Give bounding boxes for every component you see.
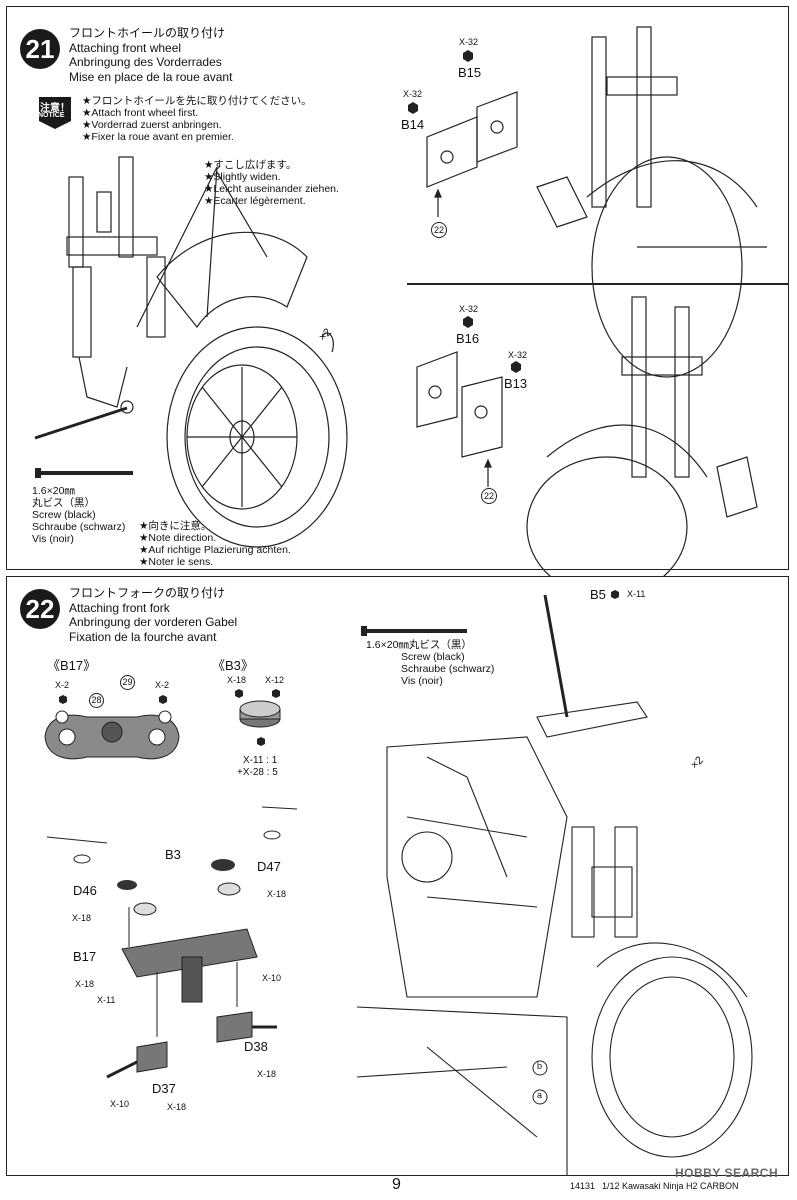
x18-label: X-18 [75, 979, 95, 989]
screw-note: 1.6×20㎜ 丸ビス（黒） Screw (black) Schraube (s… [32, 485, 126, 545]
part-b3: B3 [165, 847, 181, 862]
b17-detail-drawing [44, 695, 180, 760]
notice-ja: 注意！ [40, 103, 70, 114]
page-number: 9 [392, 1176, 401, 1193]
ratio-1: X-11 : 1 [243, 755, 278, 766]
part-b5: B5 [590, 587, 606, 602]
widen-note: ★すこし広げます。 ★Slightly widen. ★Leicht ausei… [204, 159, 339, 207]
x10-label: X-10 [110, 1099, 130, 1109]
step-22-panel: 22 フロントフォークの取り付け Attaching front fork An… [6, 576, 789, 1176]
title-en: Attaching front fork [69, 600, 170, 615]
part-d47: D47 [257, 859, 281, 874]
top-bridge-assembly-drawing [46, 806, 298, 1079]
watermark: HOBBY SEARCH [675, 1166, 779, 1180]
part-b14: B14 [401, 117, 425, 132]
circle-22: 22 [481, 488, 497, 504]
notice-text: ★フロントホイールを先に取り付けてください。 ★Attach front whe… [82, 95, 312, 143]
step-number-badge: 21 [20, 29, 60, 69]
title-fr: Mise en place de la roue avant [69, 69, 233, 84]
b3-detail-drawing [235, 689, 281, 746]
part-d37: D37 [152, 1081, 176, 1096]
label-a: a [537, 1090, 543, 1100]
x18-label: X-18 [257, 1069, 277, 1079]
x11-label: X-11 [97, 995, 116, 1005]
product-code: 14131 [570, 1181, 596, 1191]
part-b13: B13 [504, 376, 528, 391]
product-scale-name: 1/12 Kawasaki Ninja H2 CARBON [602, 1181, 739, 1191]
part-d38: D38 [244, 1039, 268, 1054]
x11-label: X-11 [627, 589, 646, 599]
part-b16: B16 [456, 331, 480, 346]
circle-28: 28 [89, 693, 104, 708]
motorcycle-front-drawing [356, 590, 753, 1175]
title-fr: Fixation de la fourche avant [69, 629, 217, 644]
step-title: フロントホイールの取り付け Attaching front wheel Anbr… [69, 26, 232, 84]
step-title: フロントフォークの取り付け Attaching front fork Anbri… [69, 586, 237, 644]
label-b: b [537, 1061, 543, 1071]
title-de: Anbringung der vorderen Gabel [69, 615, 238, 629]
x18-label: X-18 [227, 675, 247, 685]
caliper-drawing-top [408, 26, 767, 378]
front-wheel-assembly-drawing [34, 156, 348, 548]
circle-29: 29 [120, 675, 135, 690]
notice-en: NOTICE [38, 112, 65, 119]
x2-label: X-2 [55, 680, 70, 690]
x32-label: X-32 [508, 350, 528, 360]
x18-label: X-18 [167, 1102, 187, 1112]
circle-22: 22 [431, 222, 447, 238]
step-number-badge: 22 [20, 589, 60, 629]
title-ja: フロントホイールの取り付け [69, 26, 226, 40]
part-b17: B17 [73, 949, 97, 964]
x18-label: X-18 [267, 889, 287, 899]
part-b15: B15 [458, 65, 482, 80]
title-en: Attaching front wheel [69, 40, 182, 55]
x2-label: X-2 [155, 680, 170, 690]
x10-label: X-10 [262, 973, 282, 983]
detail-b3-label: 《B3》 [212, 658, 254, 673]
step-21-panel: 21 フロントホイールの取り付け Attaching front wheel A… [6, 6, 789, 598]
caliper-drawing-bottom [416, 296, 758, 598]
x32-label: X-32 [459, 304, 479, 314]
x12-label: X-12 [265, 675, 285, 685]
notice-badge-icon [39, 97, 71, 129]
title-de: Anbringung des Vorderrades [69, 55, 222, 69]
x32-label: X-32 [459, 37, 479, 47]
x18-label: X-18 [72, 913, 92, 923]
ratio-2: +X-28 : 5 [237, 767, 278, 778]
x32-label: X-32 [403, 89, 423, 99]
detail-b17-label: 《B17》 [47, 658, 97, 673]
part-d46: D46 [73, 883, 97, 898]
screw-note: 1.6×20㎜丸ビス（黒） Screw (black) Schraube (sc… [366, 639, 495, 687]
direction-note: ★向きに注意。 ★Note direction. ★Auf richtige P… [139, 520, 291, 568]
title-ja: フロントフォークの取り付け [69, 586, 226, 600]
subpanel-divider [407, 283, 788, 285]
